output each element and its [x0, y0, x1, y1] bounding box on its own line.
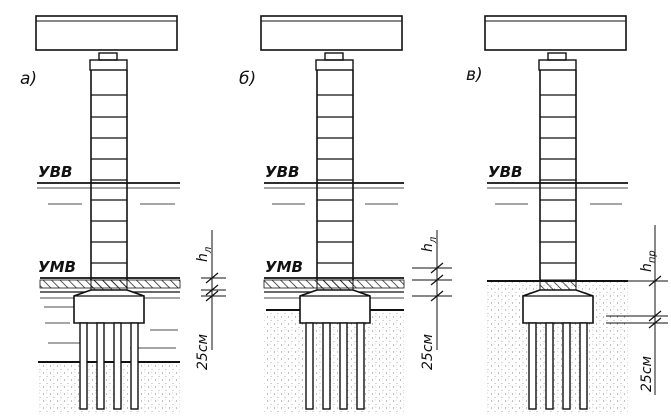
piles-b — [305, 322, 365, 410]
clearance-dim-label-c: 25см — [639, 355, 655, 392]
water-low-label-a: УМВ — [38, 258, 76, 276]
water-high-label-c: УВВ — [488, 163, 522, 181]
panel-a: а) УВВ УМВ hл 25см — [20, 15, 226, 414]
water-high-label-b: УВВ — [265, 163, 299, 181]
piles-a — [79, 322, 139, 410]
panel-c: в) УВВ hпр 25см — [466, 15, 668, 414]
panel-label-b: б) — [239, 69, 256, 89]
water-high-label-a: УВВ — [38, 163, 72, 181]
piles-c — [528, 322, 588, 410]
panel-b: б) УВВ УМВ hл 25см — [239, 15, 452, 414]
ice-dim-label-b: hл — [420, 236, 439, 252]
clearance-dim-label-b: 25см — [420, 333, 436, 370]
clearance-dim-label-a: 25см — [195, 333, 211, 370]
column-b — [316, 70, 354, 280]
water-low-label-b: УМВ — [265, 258, 303, 276]
ice-dim-label-a: hл — [195, 246, 214, 262]
panel-label-a: а) — [20, 69, 37, 89]
penetration-dim-label-c: hпр — [639, 250, 658, 272]
panel-label-c: в) — [466, 65, 483, 85]
column-c — [539, 70, 577, 280]
column-a — [90, 70, 128, 280]
